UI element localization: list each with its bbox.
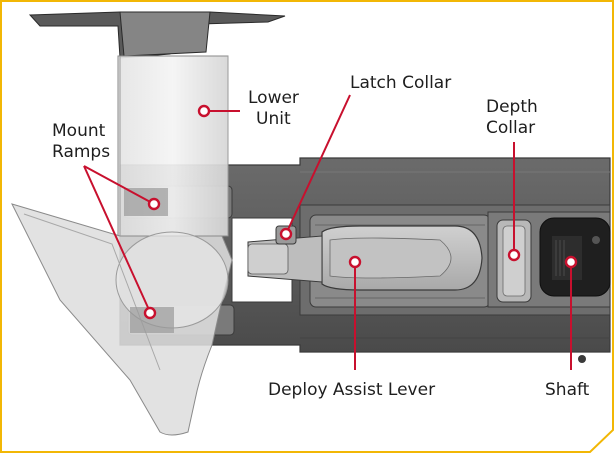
label-mount-ramps-line1: Mount <box>52 121 106 141</box>
callout-dot-deploy-assist-lever <box>348 255 362 269</box>
label-latch-collar: Latch Collar <box>350 73 451 93</box>
deploy-assist-lever <box>247 225 483 291</box>
label-depth-collar-line1: Depth <box>486 97 538 117</box>
prop-top <box>28 11 286 59</box>
leader-latch-collar <box>285 94 351 235</box>
callout-dot-latch-collar <box>279 227 293 241</box>
label-deploy-assist-lever: Deploy Assist Lever <box>268 380 435 400</box>
lower-unit <box>11 55 233 436</box>
labels: Lower Unit Latch Collar Mount Ramps Dept… <box>52 73 590 400</box>
callout-dots <box>143 104 578 320</box>
callout-dot-lower-unit <box>197 104 211 118</box>
label-depth-collar-line2: Collar <box>486 118 535 138</box>
leader-mount-ramps-upper <box>83 165 155 205</box>
leader-mount-ramps-lower <box>83 165 151 313</box>
label-mount-ramps-line2: Ramps <box>52 142 110 162</box>
leader-lines <box>83 94 572 370</box>
label-lower-unit-line2: Unit <box>256 109 291 129</box>
callout-dot-mount-ramp-lower <box>143 306 157 320</box>
callout-dot-mount-ramp-upper <box>147 197 161 211</box>
callout-dot-shaft <box>564 255 578 269</box>
callout-dot-depth-collar <box>507 248 521 262</box>
label-lower-unit-line1: Lower <box>248 88 299 108</box>
label-shaft: Shaft <box>545 380 590 400</box>
